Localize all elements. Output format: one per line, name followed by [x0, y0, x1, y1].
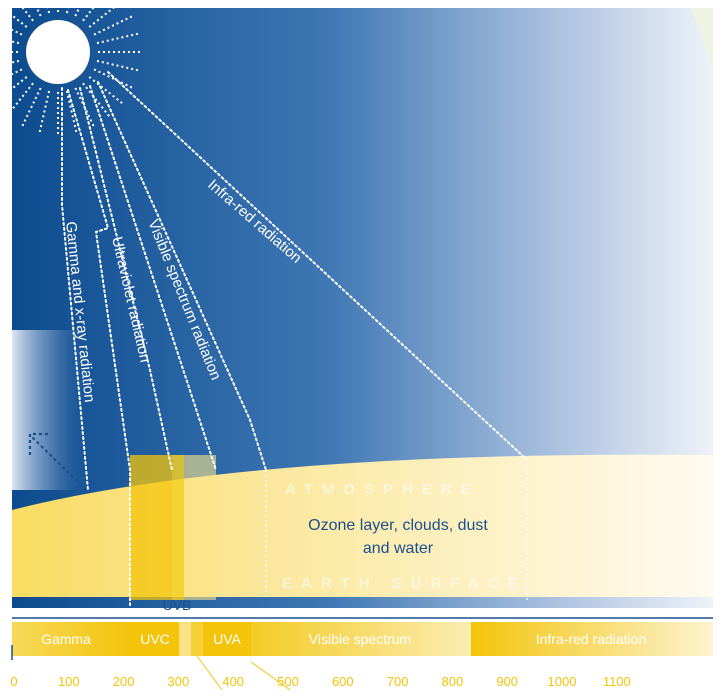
tick-label: 700	[387, 674, 409, 689]
sun-ray	[65, 0, 71, 14]
ozone-label-line2: and water	[363, 540, 434, 557]
band-label: UVC	[140, 631, 170, 647]
tick-label: 600	[332, 674, 354, 689]
visible-ray-line	[89, 81, 267, 471]
tick-label: 200	[113, 674, 135, 689]
sun-ray	[38, 90, 51, 133]
sun-ray	[0, 37, 20, 45]
sky-left-glow	[12, 330, 92, 490]
uva-connector	[250, 661, 291, 691]
uvc-strip	[130, 455, 172, 600]
gamma-ray-line	[61, 87, 89, 491]
sun-ray	[82, 0, 101, 22]
ultraviolet-ray-line	[67, 87, 173, 606]
infrared-ray-line	[107, 71, 526, 459]
tick-label: 400	[222, 674, 244, 689]
tick-label: 1100	[603, 674, 631, 689]
band-label: Gamma	[41, 631, 91, 647]
sun-ray	[0, 22, 23, 36]
sun-ray	[0, 59, 20, 67]
tick-label: 800	[442, 674, 464, 689]
spectrum-bar	[12, 622, 713, 656]
sun-ray	[88, 0, 123, 28]
sun-ray	[21, 87, 42, 127]
band-label: UVA	[213, 631, 241, 647]
uvb-label: UVB	[163, 597, 192, 613]
sun-ray	[96, 59, 139, 72]
tick-label: 0	[10, 674, 17, 689]
sun-ray	[15, 0, 34, 22]
sun-ray	[31, 0, 42, 17]
tick-label: 500	[277, 674, 299, 689]
sun-ray	[0, 4, 28, 28]
tick-label: 100	[58, 674, 80, 689]
sun-ray	[65, 90, 78, 133]
sun-ray	[45, 0, 51, 14]
tick-label: 300	[168, 674, 190, 689]
ozone-label-line1: Ozone layer, clouds, dust	[308, 517, 488, 534]
tick-label: 900	[496, 674, 518, 689]
uva-strip	[184, 455, 216, 600]
sun-disc	[26, 20, 90, 84]
sun-ray	[6, 82, 34, 117]
tick-label: 1000	[548, 674, 577, 689]
sun-ray	[0, 76, 28, 100]
sun-ray	[82, 82, 110, 117]
band-label: Visible spectrum	[309, 631, 411, 647]
reflection-arrow-icon	[28, 432, 87, 491]
uvb-strip	[172, 455, 184, 600]
band-label: Infra-red radiation	[536, 631, 647, 647]
atmosphere-label: ATMOSPHERE	[285, 481, 480, 498]
sun-ray	[88, 76, 123, 104]
uvb-connector	[196, 655, 223, 691]
earth-surface-label: EARTH SURFACE	[282, 575, 527, 592]
sun-ray	[93, 15, 133, 36]
sun-ray	[0, 68, 23, 82]
sky-corner	[690, 8, 713, 70]
sun-icon	[0, 0, 140, 134]
sun-ray	[96, 32, 139, 45]
sun-ray	[93, 68, 133, 89]
